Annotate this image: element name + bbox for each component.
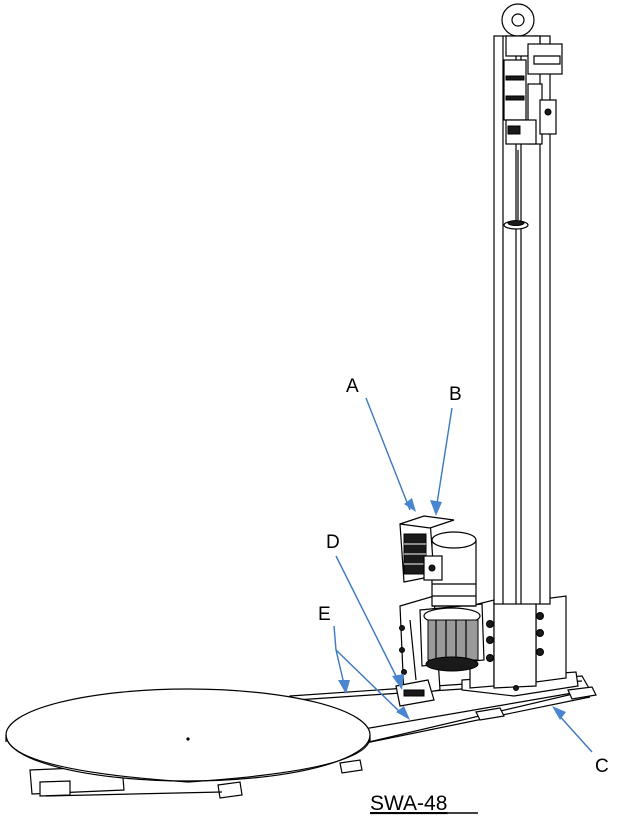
callout-b-label: B [449, 384, 462, 405]
callout-e-arrows [333, 625, 410, 720]
turntable-center-dot [186, 737, 190, 741]
callout-b-arrow [430, 407, 453, 516]
callout-a-label: A [346, 376, 359, 397]
top-carriage [501, 3, 563, 145]
callout-a-arrow [365, 397, 416, 512]
callout-d-label: D [326, 532, 340, 553]
model-title: SWA-48 [370, 792, 447, 815]
drive-assembly [395, 515, 485, 707]
turntable [5, 688, 371, 783]
callout-c-arrow [552, 706, 593, 753]
callout-e-label: E [318, 604, 331, 625]
callout-d-arrow [335, 555, 404, 690]
callout-c-label: C [595, 756, 609, 777]
